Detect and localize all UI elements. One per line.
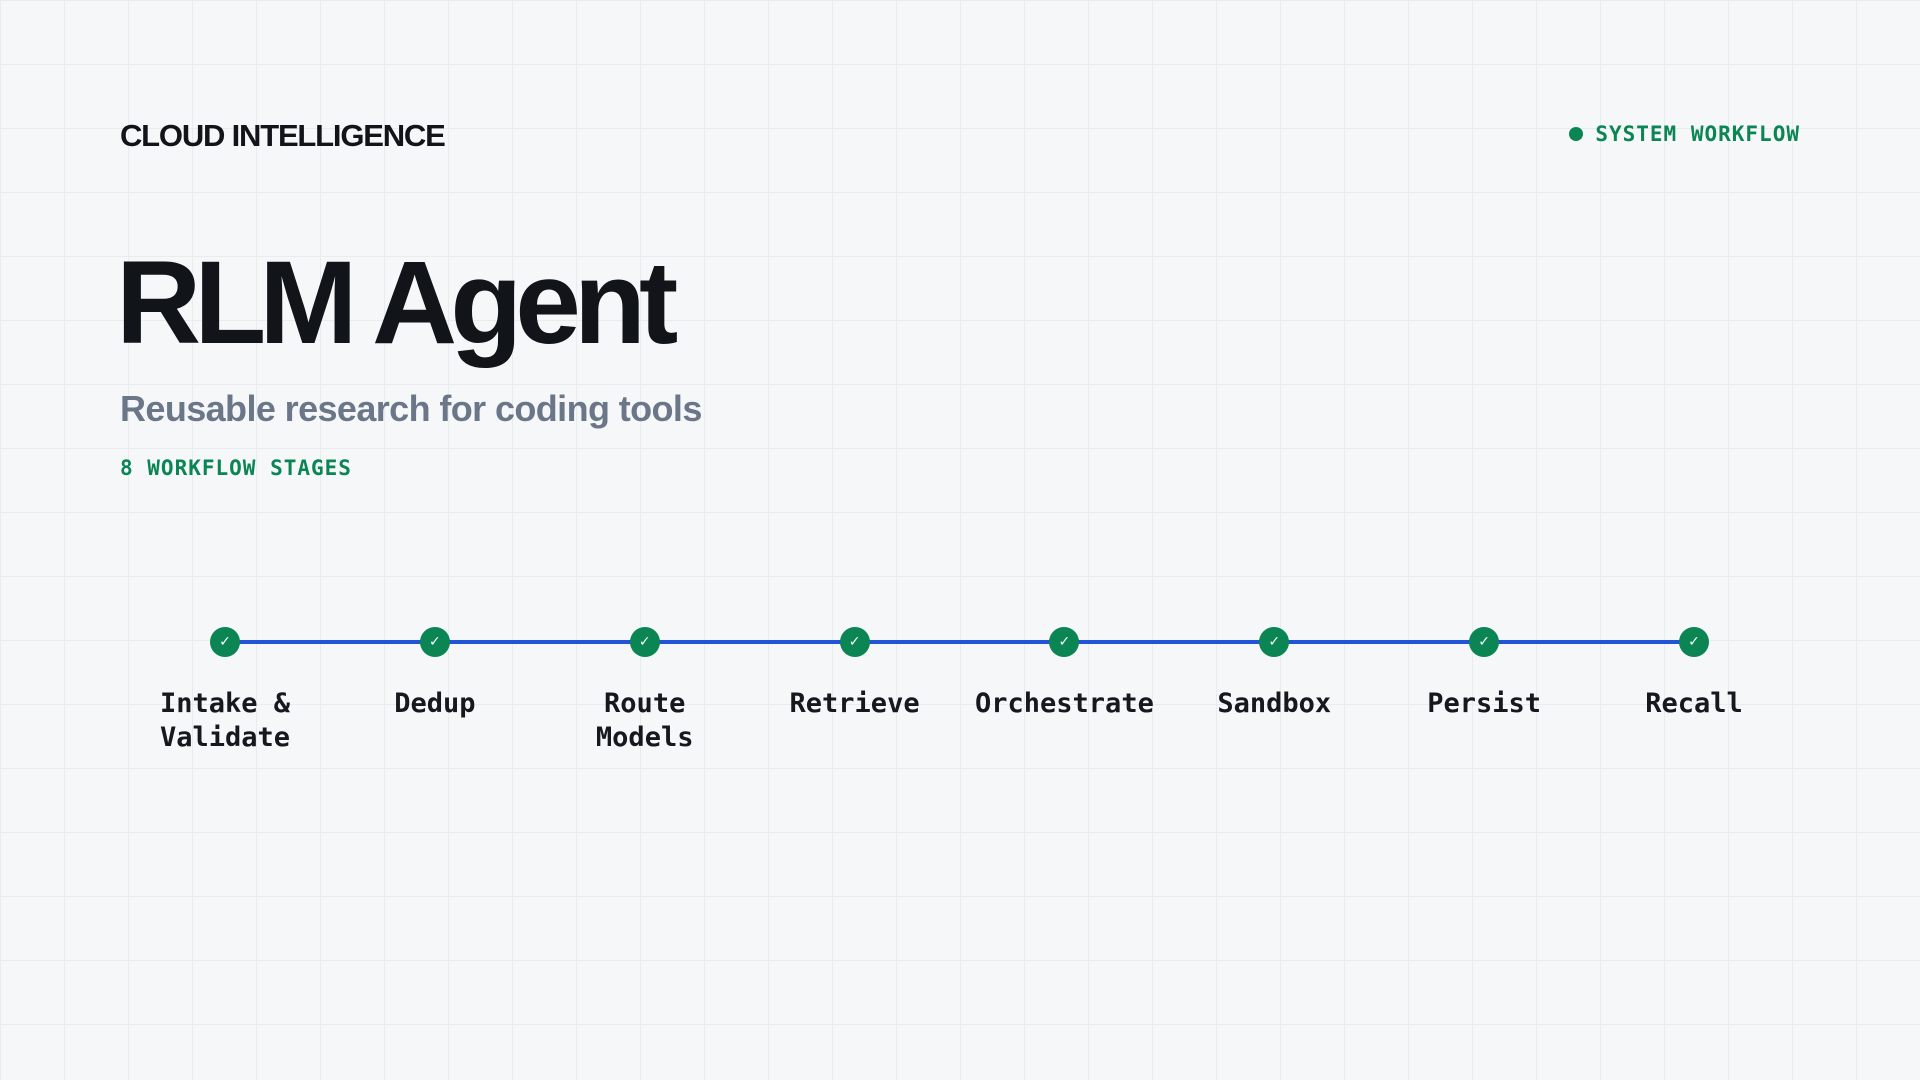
- workflow-stage-label: Persist: [1427, 688, 1542, 719]
- checkmark-icon: ✓: [1259, 627, 1290, 657]
- brand-logo-text: CLOUD INTELLIGENCE: [120, 118, 446, 153]
- workflow-stage: ✓ Persist: [1374, 627, 1594, 721]
- workflow-stage-label: Intake & Validate: [159, 688, 291, 753]
- badge-label: SYSTEM WORKFLOW: [1595, 122, 1800, 146]
- system-workflow-badge: SYSTEM WORKFLOW: [1569, 122, 1800, 146]
- workflow-stage: ✓ Orchestrate: [954, 627, 1174, 721]
- checkmark-icon: ✓: [839, 627, 870, 657]
- workflow-stage-label: Sandbox: [1217, 688, 1332, 719]
- workflow-stage: ✓ Recall: [1584, 627, 1804, 721]
- status-dot-icon: [1569, 127, 1584, 141]
- workflow-stage-label: Recall: [1645, 688, 1743, 719]
- workflow-stage: ✓ Intake & Validate: [115, 627, 335, 755]
- workflow-stage-label: Dedup: [394, 688, 476, 719]
- workflow-stage-label: Retrieve: [789, 688, 920, 719]
- stage-count-label: 8 WORKFLOW STAGES: [120, 456, 352, 480]
- workflow-stage: ✓ Retrieve: [745, 627, 965, 721]
- page-subtitle: Reusable research for coding tools: [120, 388, 702, 429]
- checkmark-icon: ✓: [210, 627, 240, 657]
- checkmark-icon: ✓: [1049, 627, 1080, 657]
- workflow-stage-label: Route Models: [595, 688, 694, 753]
- workflow-stage-label: Orchestrate: [975, 688, 1154, 719]
- checkmark-icon: ✓: [1679, 627, 1709, 657]
- page-title: RLM Agent: [116, 237, 678, 369]
- checkmark-icon: ✓: [419, 627, 450, 657]
- workflow-stage: ✓ Route Models: [535, 627, 755, 755]
- workflow-stage: ✓ Dedup: [325, 627, 545, 721]
- checkmark-icon: ✓: [629, 627, 660, 657]
- checkmark-icon: ✓: [1469, 627, 1500, 657]
- workflow-stage: ✓ Sandbox: [1164, 627, 1384, 721]
